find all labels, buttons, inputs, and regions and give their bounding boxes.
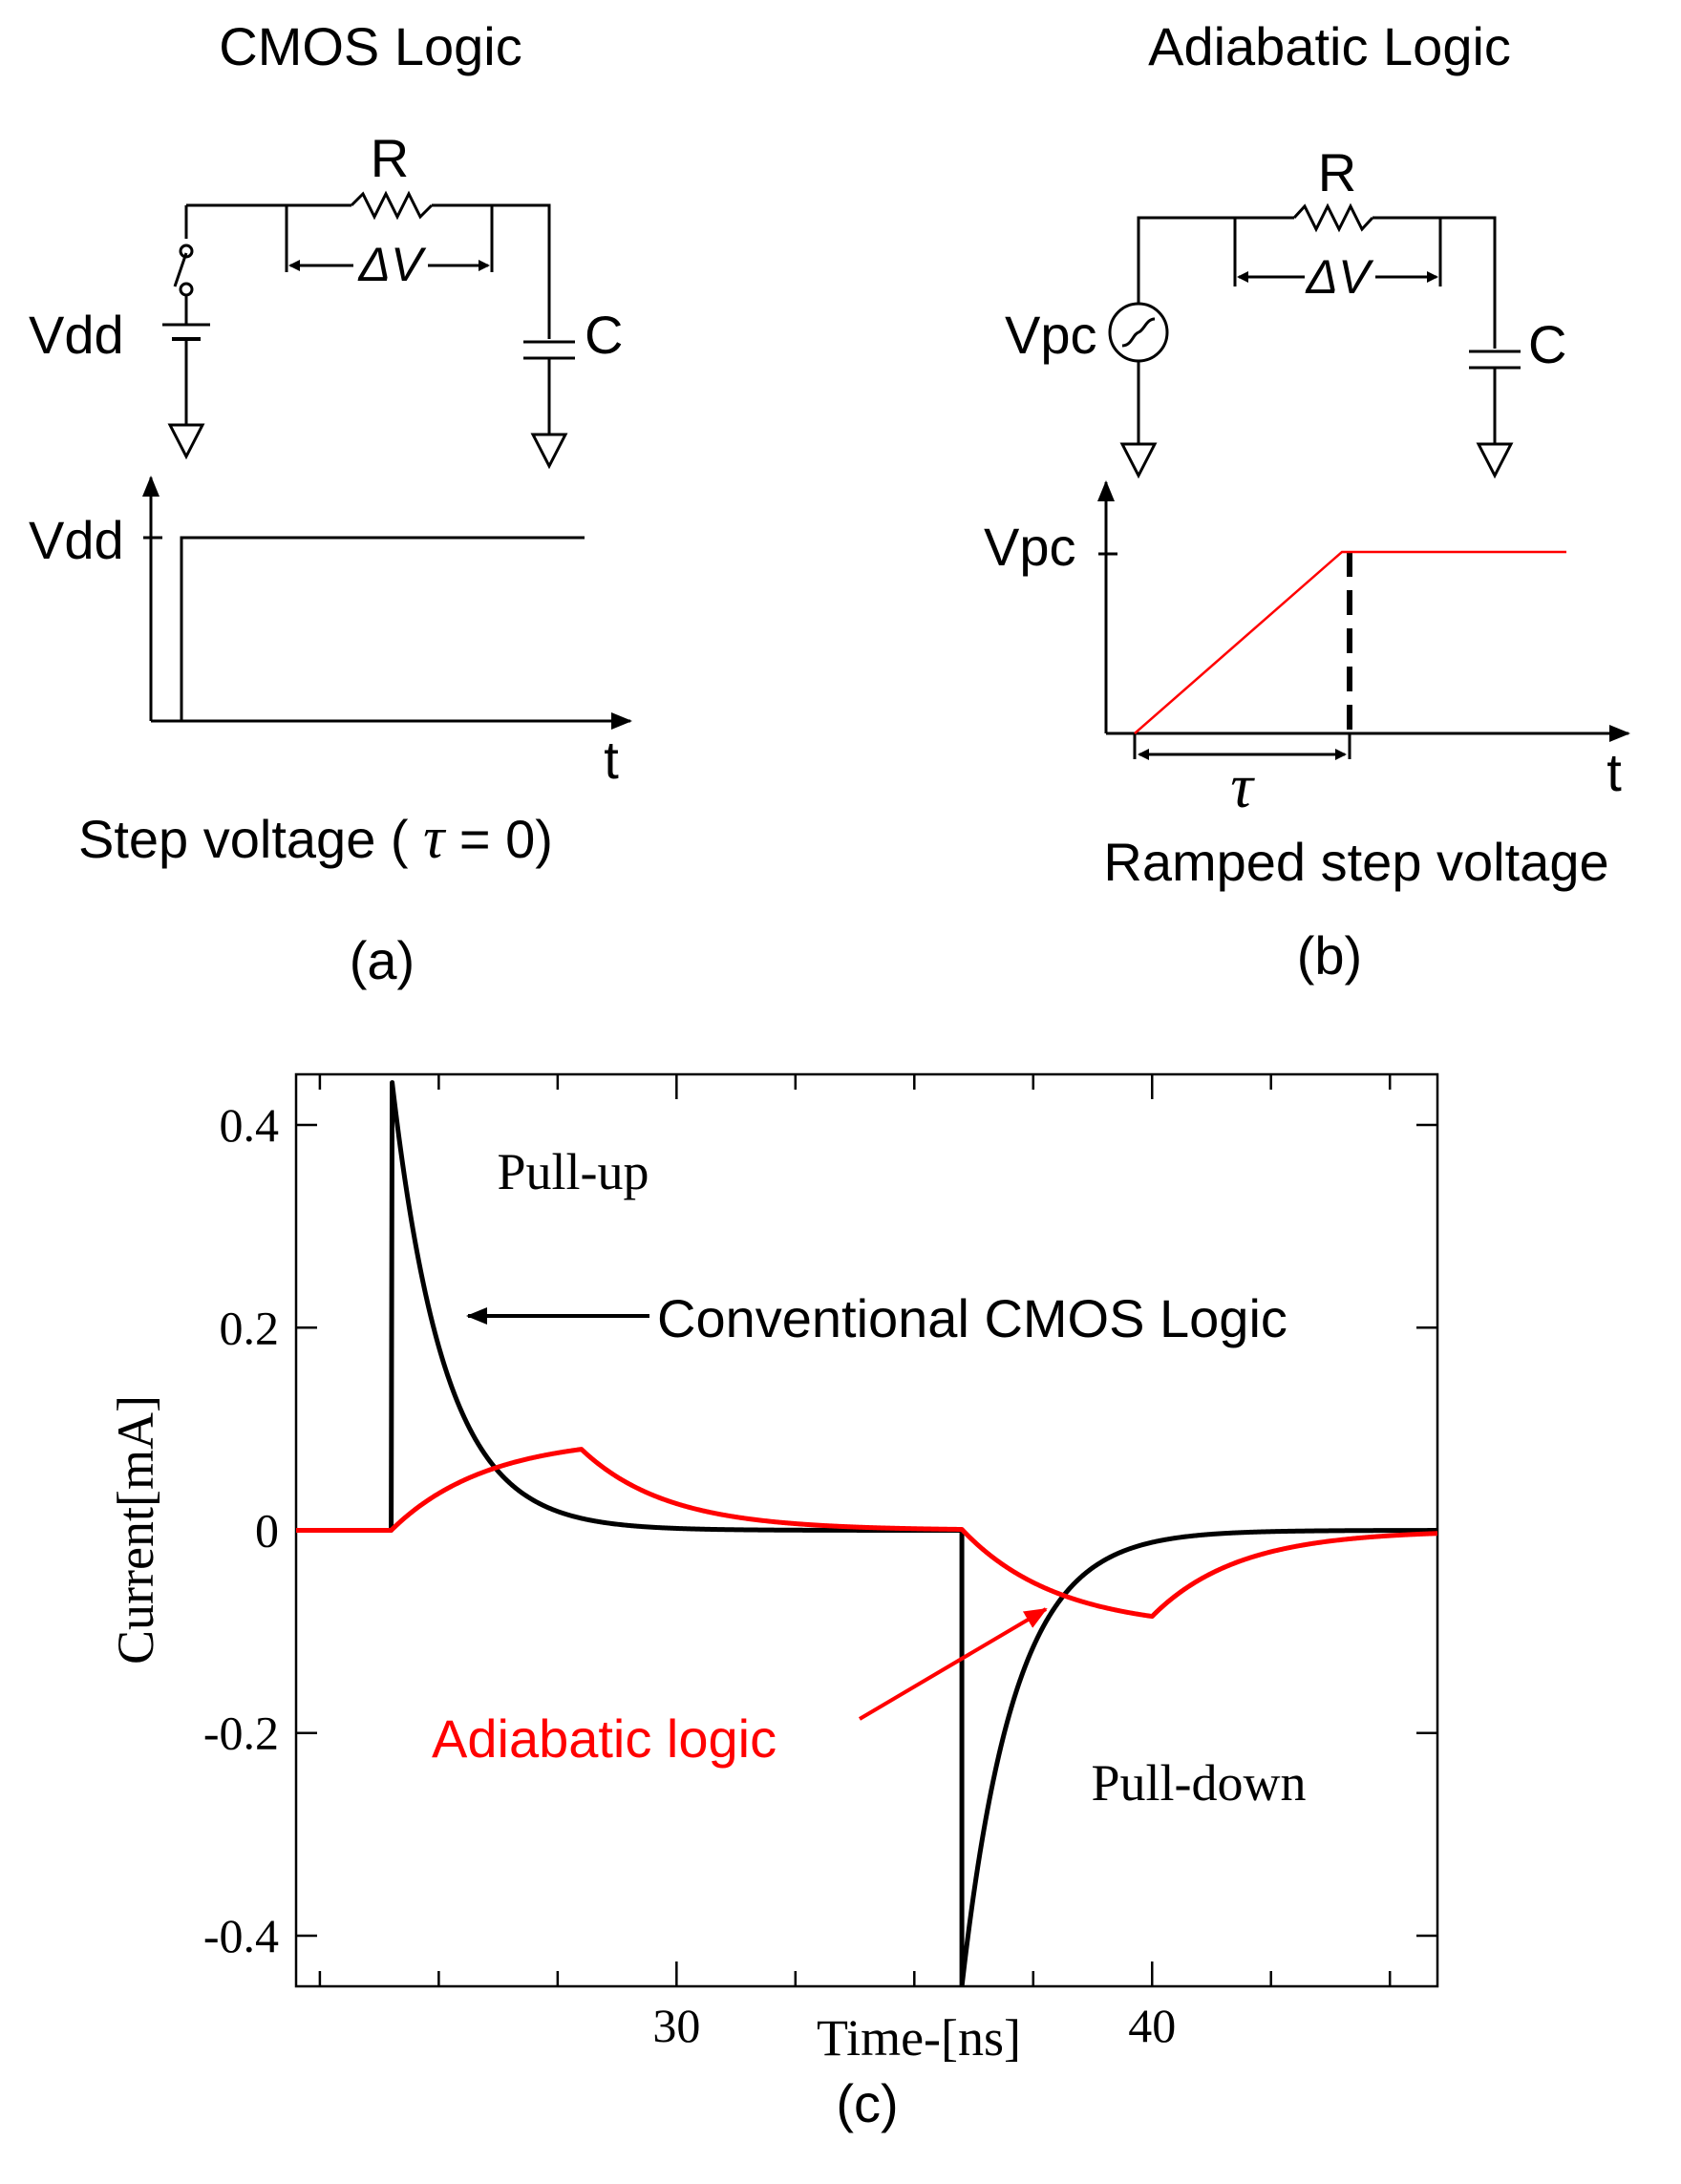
ground-icon xyxy=(530,433,568,470)
top-wire-left xyxy=(1137,216,1294,304)
top-wire-right xyxy=(432,203,551,339)
x-ticks: 30 40 xyxy=(318,1074,1392,2052)
y-axis-label: Current[mA] xyxy=(107,1395,164,1665)
series-line-adiabatic xyxy=(296,1447,1437,1620)
source-label: Vdd xyxy=(29,305,124,365)
panel-b-caption: Ramped step voltage xyxy=(1103,832,1608,892)
y-tick-label: 0.2 xyxy=(220,1301,280,1354)
t-axis-label: t xyxy=(1607,742,1622,802)
resistor-label: R xyxy=(1318,142,1356,202)
capacitor-label: C xyxy=(585,305,623,365)
y-tick-label: 0.4 xyxy=(220,1098,280,1152)
graph-level-label: Vdd xyxy=(29,510,124,570)
switch-blade xyxy=(173,252,188,287)
panel-b-letter: (b) xyxy=(1297,925,1362,986)
ground-icon xyxy=(1119,442,1158,479)
ground-icon xyxy=(1476,442,1514,479)
panel-b-title: Adiabatic Logic xyxy=(1148,16,1511,76)
annotation-adiabatic-arrow xyxy=(858,1607,1048,1721)
panel-a-letter: (a) xyxy=(350,930,415,990)
panel-a: CMOS Logic R xyxy=(29,16,632,990)
resistor-r-symbol xyxy=(1292,202,1374,233)
y-tick-label: -0.2 xyxy=(203,1707,279,1760)
y-ticks: 0.4 0.2 0 -0.2 -0.4 xyxy=(203,1098,1437,1962)
resistor-r-symbol xyxy=(350,190,434,221)
series-line-conventional-cmos xyxy=(296,1080,1437,1986)
x-tick-label: 30 xyxy=(652,1999,700,2052)
x-tick-label: 40 xyxy=(1128,1999,1176,2052)
ground-icon xyxy=(167,423,205,460)
y-tick-label: -0.4 xyxy=(203,1909,279,1962)
x-axis-label: Time-[ns] xyxy=(817,2009,1021,2067)
step-waveform xyxy=(180,536,585,721)
panel-a-graph xyxy=(142,476,632,730)
ramp-waveform xyxy=(1134,550,1566,734)
panel-a-caption: Step voltage ( τ = 0) xyxy=(78,806,553,871)
panel-b: Adiabatic Logic R ΔV Vpc C xyxy=(984,16,1630,986)
panel-c-chart: 0.4 0.2 0 -0.2 -0.4 30 40 Pull-up Pull-down C… xyxy=(107,1072,1439,2133)
capacitor-label: C xyxy=(1528,314,1566,374)
switch-contact-bottom xyxy=(179,282,194,297)
top-wire-right xyxy=(1372,216,1497,349)
panel-a-title: CMOS Logic xyxy=(219,16,521,76)
plot-area xyxy=(296,1080,1437,1986)
delta-v-label: ΔV xyxy=(1306,250,1375,304)
y-tick-label: 0 xyxy=(255,1504,279,1558)
panel-b-circuit xyxy=(1108,202,1521,479)
annotation-pull-down: Pull-down xyxy=(1091,1754,1306,1812)
tau-label: τ xyxy=(1230,752,1255,821)
t-axis-label: t xyxy=(604,730,619,790)
panel-b-graph xyxy=(1097,480,1630,760)
panel-a-circuit xyxy=(162,190,575,470)
annotation-adiabatic-label: Adiabatic logic xyxy=(432,1708,777,1769)
graph-level-label: Vpc xyxy=(984,517,1076,577)
source-label: Vpc xyxy=(1005,305,1097,365)
annotation-cmos-label: Conventional CMOS Logic xyxy=(657,1288,1287,1348)
panel-c-letter: (c) xyxy=(836,2073,898,2133)
delta-v-label: ΔV xyxy=(358,238,428,291)
resistor-label: R xyxy=(371,128,409,188)
annotation-pull-up: Pull-up xyxy=(497,1143,649,1200)
